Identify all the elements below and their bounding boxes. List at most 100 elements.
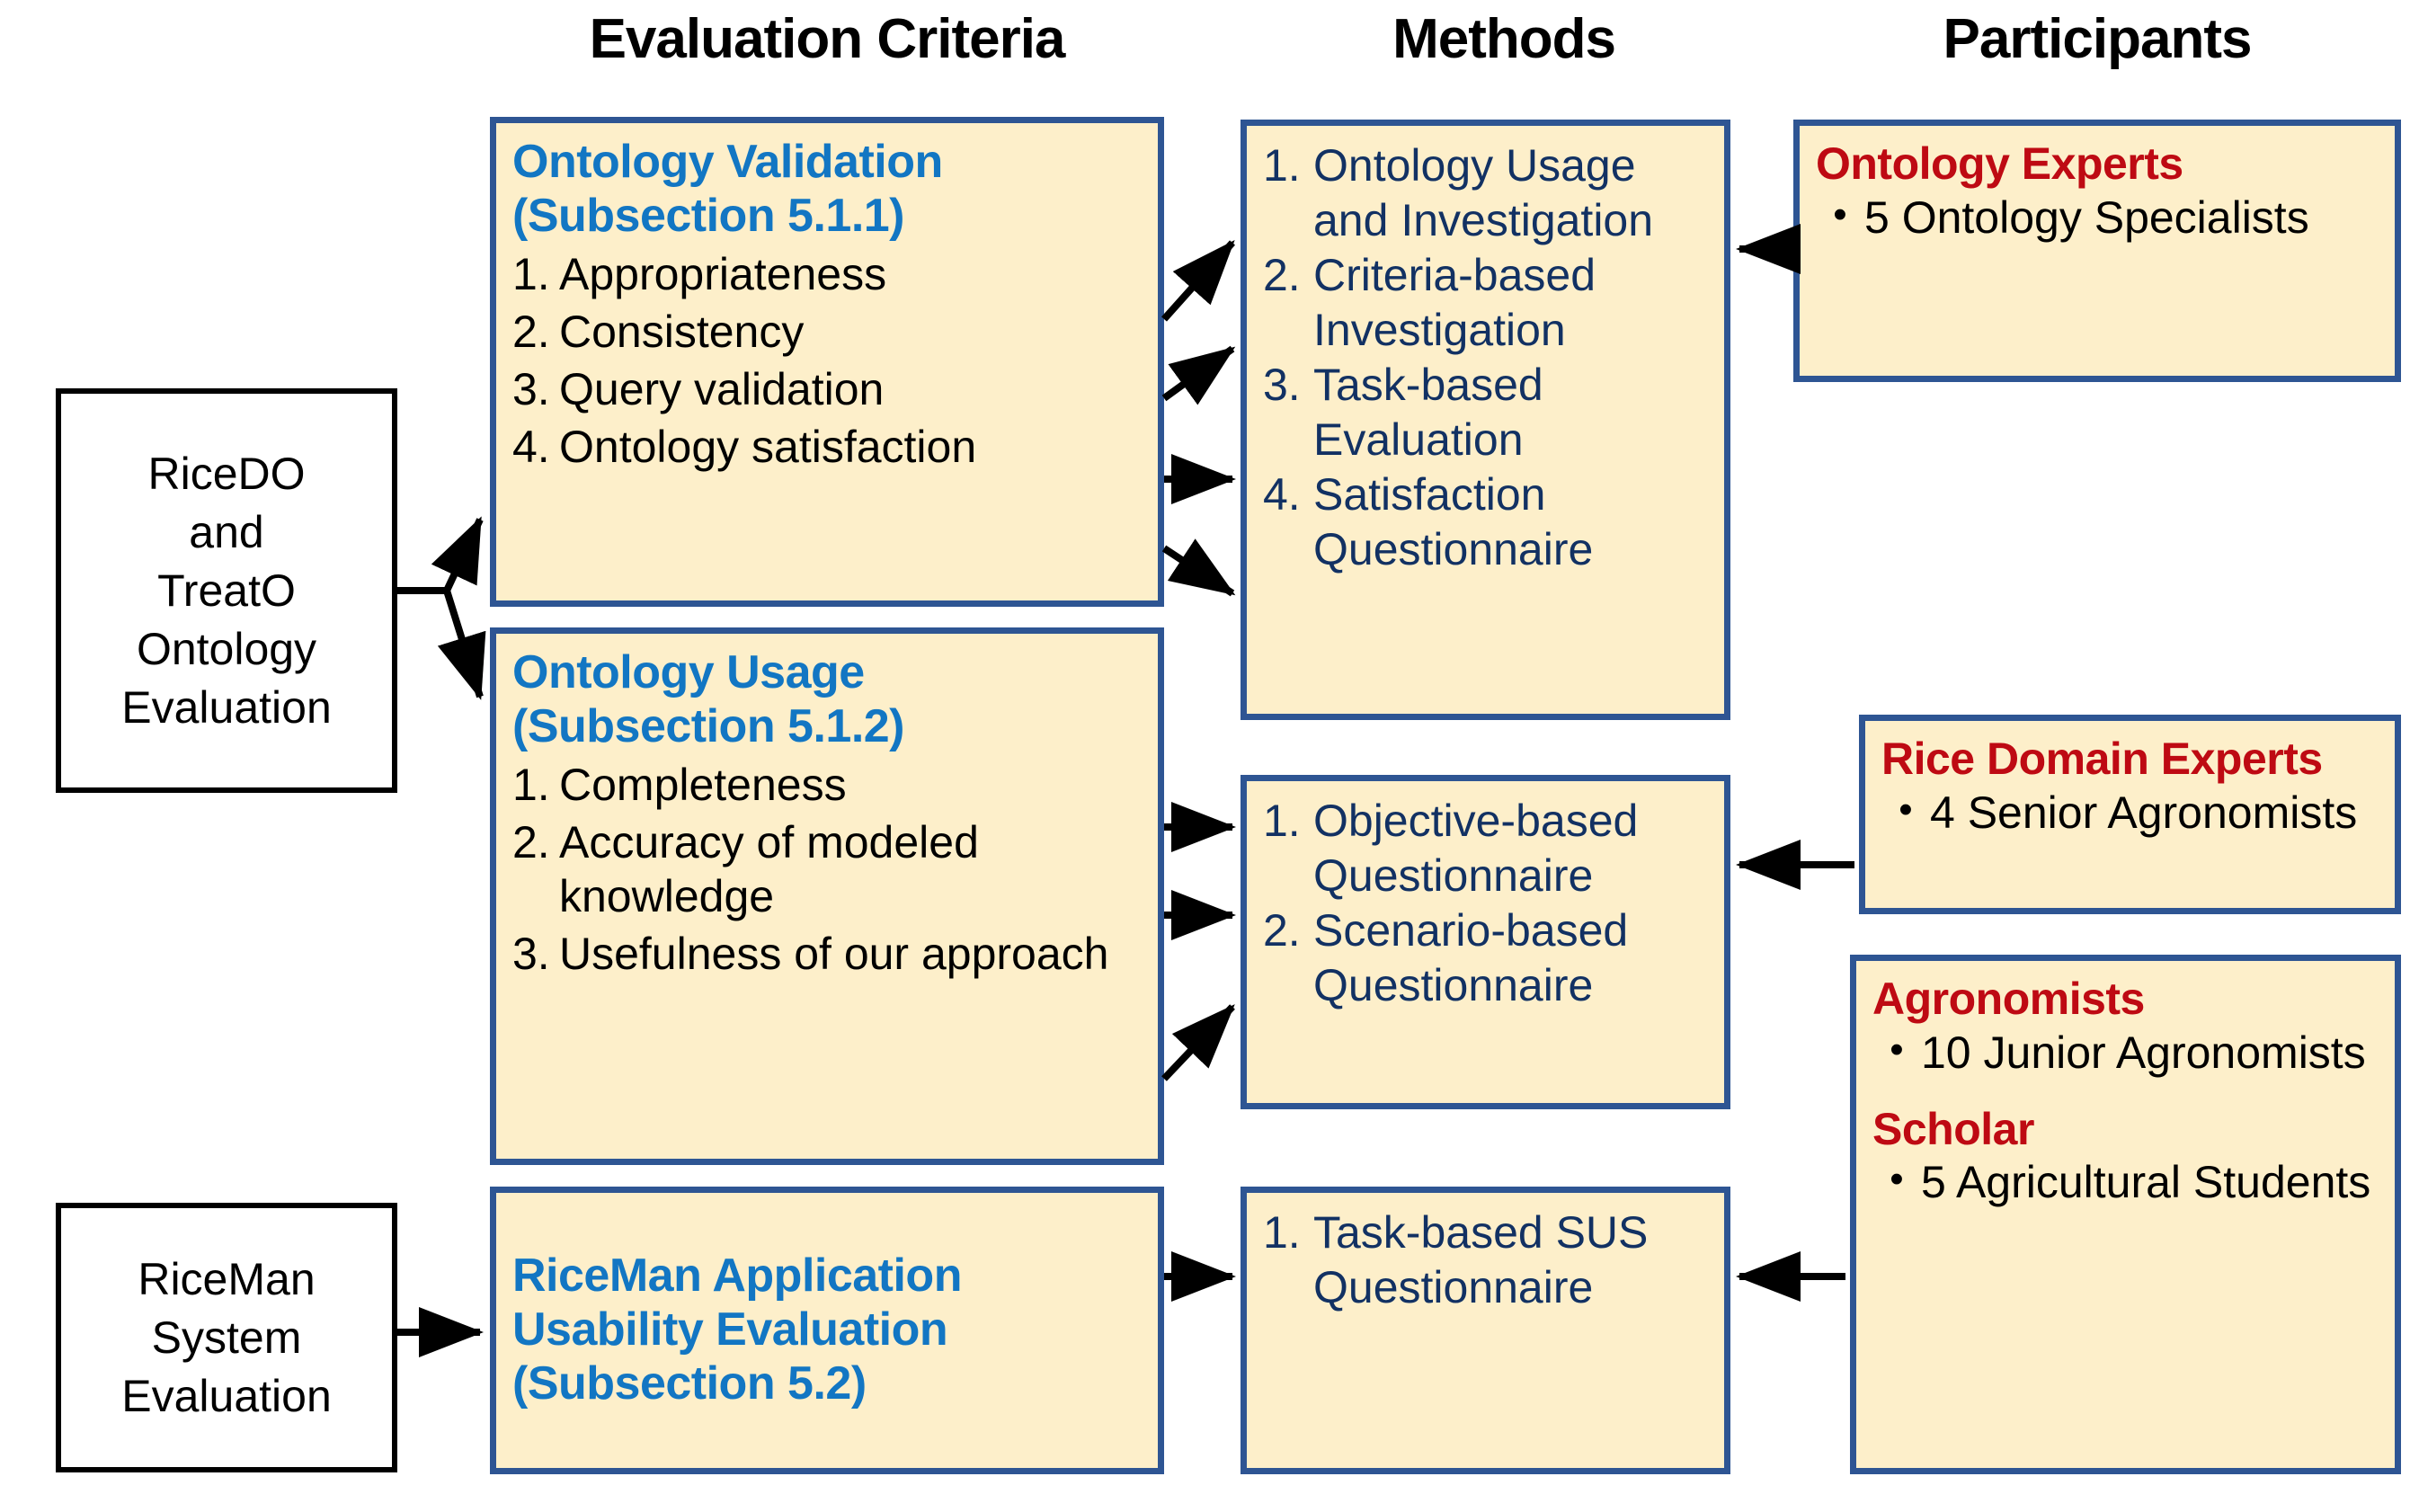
methods-item-label: Ontology Usage and Investigation: [1313, 140, 1654, 245]
methods-item-number: 4.: [1263, 469, 1301, 520]
criteria-item: 1. Appropriateness: [512, 247, 1142, 301]
participant-item: • 10 Junior Agronomists: [1872, 1026, 2379, 1081]
criteria-item: 3. Query validation: [512, 362, 1142, 416]
methods-box-ontology-usage: 1. Objective-based Questionnaire 2. Scen…: [1241, 775, 1730, 1109]
source-box-riceman-system: RiceMan System Evaluation: [56, 1203, 397, 1472]
arrow-criteria-usage-to-methods-3: [1161, 1004, 1235, 1081]
criteria-item-number: 2.: [512, 816, 550, 867]
criteria-item-label: Accuracy of modeled knowledge: [559, 816, 979, 921]
bullet-icon: •: [1890, 1027, 1904, 1072]
participant-item: • 4 Senior Agronomists: [1881, 786, 2379, 840]
participant-group: Scholar • 5 Agricultural Students: [1872, 1104, 2379, 1211]
methods-item-list: 1. Ontology Usage and Investigation 2. C…: [1263, 138, 1708, 577]
participant-group: Agronomists • 10 Junior Agronomists: [1872, 974, 2379, 1081]
participant-item-list: • 10 Junior Agronomists: [1872, 1026, 2379, 1081]
methods-item: 3. Task-based Evaluation: [1263, 358, 1708, 467]
methods-item: 2. Criteria-based Investigation: [1263, 248, 1708, 358]
criteria-box-ontology-usage: Ontology Usage (Subsection 5.1.2) 1. Com…: [490, 627, 1164, 1165]
criteria-item-number: 4.: [512, 421, 550, 472]
criteria-item-number: 1.: [512, 759, 550, 810]
methods-item-label: Task-based SUS Questionnaire: [1313, 1207, 1649, 1312]
source-box-ricedo-treato: RiceDO and TreatO Ontology Evaluation: [56, 388, 397, 793]
criteria-title-line: Ontology Validation: [512, 136, 943, 188]
criteria-title: RiceMan Application Usability Evaluation…: [512, 1250, 1142, 1410]
source-line: Ontology: [136, 623, 317, 674]
participant-group-heading: Ontology Experts: [1816, 138, 2183, 189]
participant-group-heading: Agronomists: [1872, 974, 2145, 1024]
criteria-item-label: Consistency: [559, 306, 805, 357]
participant-group-heading: Rice Domain Experts: [1881, 734, 2323, 784]
methods-item-number: 1.: [1263, 140, 1301, 191]
methods-item: 1. Ontology Usage and Investigation: [1263, 138, 1708, 248]
criteria-item: 1. Completeness: [512, 758, 1142, 812]
participant-item-list: • 5 Ontology Specialists: [1816, 191, 2379, 245]
participants-box-ontology-experts: Ontology Experts • 5 Ontology Specialist…: [1793, 120, 2401, 382]
source-line: Evaluation: [121, 1370, 332, 1421]
methods-item-label: Task-based Evaluation: [1313, 360, 1543, 465]
arrow-ricedo-to-criteria-validation: [431, 516, 484, 592]
bullet-icon: •: [1833, 191, 1847, 236]
methods-item-number: 2.: [1263, 250, 1301, 300]
criteria-title: Ontology Validation (Subsection 5.1.1): [512, 136, 1142, 244]
criteria-title-line: Ontology Usage: [512, 646, 865, 698]
criteria-item: 2. Consistency: [512, 305, 1142, 359]
participant-item-label: 5 Agricultural Students: [1921, 1157, 2371, 1207]
arrow-criteria-validation-to-methods-4: [1161, 538, 1236, 597]
methods-item-label: Satisfaction Questionnaire: [1313, 469, 1594, 574]
criteria-item-label: Query validation: [559, 363, 885, 414]
criteria-item-list: 1. Appropriateness 2. Consistency 3. Que…: [512, 247, 1142, 474]
criteria-box-ontology-validation: Ontology Validation (Subsection 5.1.1) 1…: [490, 117, 1164, 607]
criteria-item-number: 3.: [512, 363, 550, 414]
methods-box-ontology-validation: 1. Ontology Usage and Investigation 2. C…: [1241, 120, 1730, 720]
source-line: System: [151, 1312, 302, 1363]
participant-item-list: • 5 Agricultural Students: [1872, 1155, 2379, 1210]
source-line: RiceMan: [138, 1253, 316, 1304]
source-line: Evaluation: [121, 681, 332, 733]
criteria-item-number: 1.: [512, 248, 550, 299]
source-line: and: [189, 506, 264, 557]
participant-item-label: 5 Ontology Specialists: [1864, 191, 2309, 243]
column-header-evaluation-criteria: Evaluation Criteria: [589, 8, 1066, 70]
criteria-item-label: Completeness: [559, 759, 847, 810]
participant-item-label: 10 Junior Agronomists: [1921, 1027, 2366, 1078]
methods-item-list: 1. Objective-based Questionnaire 2. Scen…: [1263, 794, 1708, 1013]
criteria-item-number: 3.: [512, 928, 550, 979]
criteria-title: Ontology Usage (Subsection 5.1.2): [512, 646, 1142, 754]
participant-group-heading: Scholar: [1872, 1103, 2034, 1154]
criteria-box-riceman-usability: RiceMan Application Usability Evaluation…: [490, 1187, 1164, 1474]
participant-item-label: 4 Senior Agronomists: [1930, 787, 2358, 838]
criteria-item-list: 1. Completeness 2. Accuracy of modeled k…: [512, 758, 1142, 981]
methods-item-label: Criteria-based Investigation: [1313, 250, 1596, 355]
methods-item-label: Scenario-based Questionnaire: [1313, 905, 1629, 1010]
methods-item: 1. Task-based SUS Questionnaire: [1263, 1205, 1708, 1315]
methods-item-number: 3.: [1263, 360, 1301, 410]
criteria-item-label: Appropriateness: [559, 248, 887, 299]
participant-item: • 5 Ontology Specialists: [1816, 191, 2379, 245]
criteria-title-line: (Subsection 5.1.2): [512, 699, 905, 752]
participants-box-agronomists-scholar: Agronomists • 10 Junior Agronomists Scho…: [1850, 955, 2401, 1474]
methods-item-number: 2.: [1263, 905, 1301, 956]
criteria-item: 3. Usefulness of our approach: [512, 927, 1142, 981]
arrow-criteria-validation-to-methods-2: [1161, 345, 1236, 405]
criteria-item-label: Usefulness of our approach: [559, 928, 1109, 979]
participant-item-list: • 4 Senior Agronomists: [1881, 786, 2379, 840]
criteria-item: 2. Accuracy of modeled knowledge: [512, 815, 1142, 923]
criteria-title-line: Usability Evaluation: [512, 1303, 948, 1356]
methods-item: 4. Satisfaction Questionnaire: [1263, 467, 1708, 577]
source-line: TreatO: [157, 565, 296, 616]
arrow-ricedo-to-criteria-usage: [437, 589, 486, 700]
methods-item-list: 1. Task-based SUS Questionnaire: [1263, 1205, 1708, 1315]
source-line: RiceDO: [147, 448, 306, 499]
bullet-icon: •: [1890, 1157, 1904, 1201]
participant-group: Ontology Experts • 5 Ontology Specialist…: [1816, 138, 2379, 245]
methods-item-number: 1.: [1263, 1207, 1301, 1258]
methods-item: 2. Scenario-based Questionnaire: [1263, 903, 1708, 1013]
criteria-title-line: RiceMan Application: [512, 1250, 962, 1303]
methods-box-riceman-usability: 1. Task-based SUS Questionnaire: [1241, 1187, 1730, 1474]
bullet-icon: •: [1899, 787, 1913, 832]
criteria-item: 4. Ontology satisfaction: [512, 420, 1142, 474]
methods-item-number: 1.: [1263, 796, 1301, 846]
participant-item: • 5 Agricultural Students: [1872, 1155, 2379, 1210]
criteria-title-line: (Subsection 5.2): [512, 1356, 867, 1410]
